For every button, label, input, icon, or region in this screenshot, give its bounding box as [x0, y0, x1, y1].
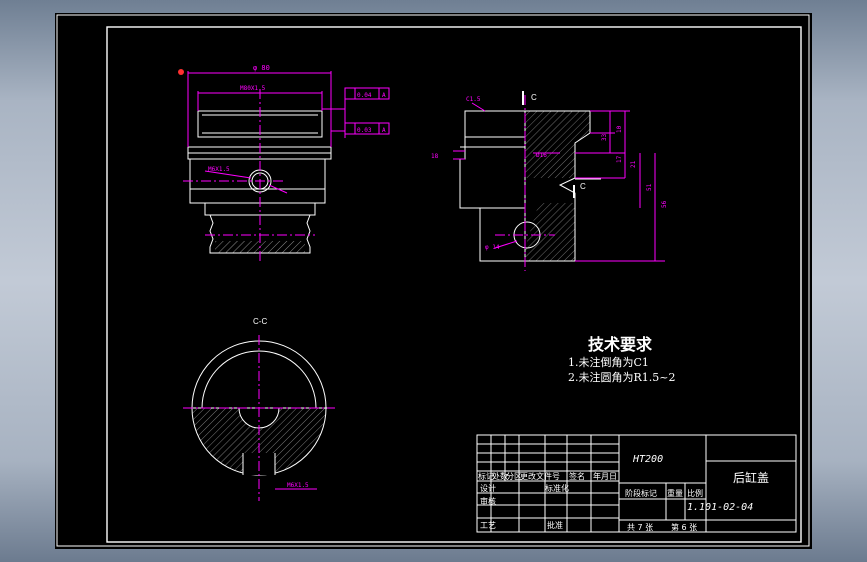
drawing-number: 1.101-02-04 — [687, 502, 754, 513]
svg-text:0.04: 0.04 — [357, 92, 372, 99]
header-sign: 签名 — [569, 472, 585, 481]
svg-text:M6X1.5: M6X1.5 — [287, 482, 309, 489]
section-hatch-upper — [525, 111, 590, 178]
header-date: 年月日 — [593, 472, 617, 481]
title-block — [476, 434, 797, 533]
section-hatch-lower — [525, 203, 575, 261]
scale-label: 比例 — [687, 489, 703, 498]
dim-overall-width: φ 80 — [253, 64, 270, 72]
stage-mark-label: 阶段标记 — [625, 489, 657, 498]
outer-frame — [56, 14, 810, 547]
material: HT200 — [633, 454, 664, 465]
row-review: 审核 — [480, 497, 496, 506]
header-zone: 分区 — [506, 472, 522, 481]
header-mark: 标记 — [478, 472, 494, 481]
row-design: 设计 — [480, 484, 496, 493]
engineering-drawing: φ 80 M80X1.5 M6X1.5 0.04 A 0.03 A — [56, 14, 810, 547]
svg-text:φ 14: φ 14 — [485, 244, 500, 251]
tech-requirement-1: 1.未注倒角为C1 — [568, 356, 649, 369]
dim-tap: M6X1.5 — [208, 166, 230, 173]
cad-viewport: φ 80 M80X1.5 M6X1.5 0.04 A 0.03 A — [55, 13, 812, 549]
svg-text:Ø16: Ø16 — [536, 152, 547, 159]
part-name: 后缸盖 — [733, 471, 770, 485]
svg-text:33: 33 — [601, 133, 608, 141]
svg-text:0.03: 0.03 — [357, 127, 372, 134]
svg-text:A: A — [382, 92, 386, 99]
tech-requirements-title: 技术要求 — [588, 335, 653, 354]
header-change-doc: 更改文件号 — [520, 472, 560, 481]
inner-frame — [106, 26, 802, 543]
dim-thread: M80X1.5 — [240, 85, 266, 92]
svg-text:17: 17 — [616, 155, 623, 163]
svg-text:C1.5: C1.5 — [466, 96, 481, 103]
header-count: 处数 — [492, 472, 508, 481]
svg-text:56: 56 — [661, 200, 668, 208]
sheet-number: 第 6 张 — [671, 523, 698, 532]
section-label: C-C — [253, 317, 267, 326]
sheets-total: 共 7 张 — [627, 523, 654, 532]
svg-text:A: A — [382, 127, 386, 134]
svg-text:21: 21 — [630, 160, 637, 168]
cut-label-top: C — [531, 93, 537, 102]
standardize-label: 标准化 — [545, 484, 569, 493]
svg-text:51: 51 — [646, 183, 653, 191]
gdt-frame-1 — [344, 87, 390, 135]
tech-requirement-2: 2.未注圆角为R1.5~2 — [568, 371, 676, 384]
row-process: 工艺 — [480, 521, 496, 530]
cut-label-bottom: C — [580, 182, 586, 191]
section-cc-hatch — [192, 408, 326, 475]
weight-label: 重量 — [667, 489, 683, 498]
svg-text:10: 10 — [616, 125, 623, 133]
approve-label: 批准 — [547, 521, 563, 530]
svg-text:18: 18 — [431, 153, 439, 160]
